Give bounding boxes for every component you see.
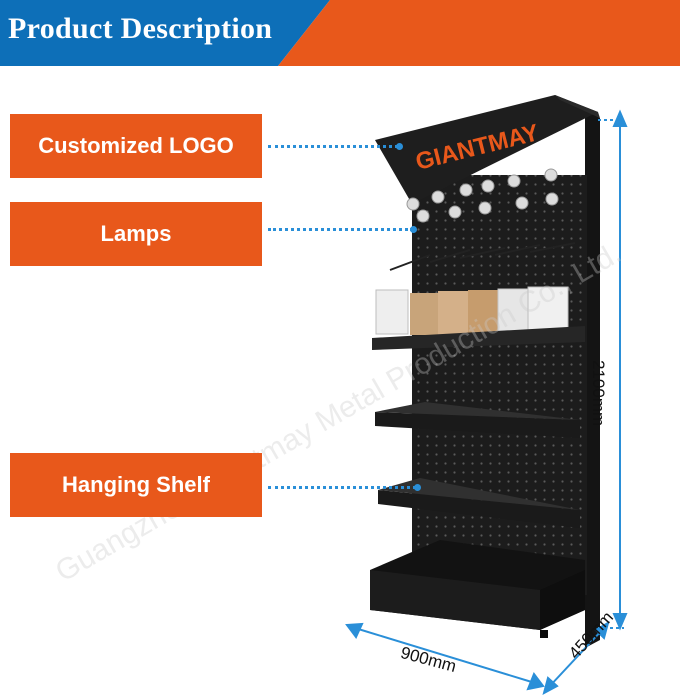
lamps-text: Lamps: [100, 221, 172, 246]
logo-leader-line: [268, 145, 398, 148]
lamps-leader-line: [268, 228, 413, 231]
lamps-leader-dot: [410, 226, 417, 233]
shelf-leader-line: [268, 486, 416, 489]
height-dimension: 2100mm: [589, 360, 608, 427]
shelf-leader-dot: [414, 484, 421, 491]
customized-logo-label: Customized LOGO: [10, 114, 262, 178]
hanging-shelf-text: Hanging Shelf: [62, 472, 210, 497]
hanging-shelf-label: Hanging Shelf: [10, 453, 262, 517]
header-banner: Product Description: [0, 0, 680, 66]
customized-logo-text: Customized LOGO: [38, 133, 234, 158]
lamps-group: [406, 168, 559, 223]
page-title: Product Description: [8, 12, 273, 45]
lamps-label: Lamps: [10, 202, 262, 266]
banner-background: [0, 0, 680, 66]
logo-leader-dot: [396, 143, 403, 150]
